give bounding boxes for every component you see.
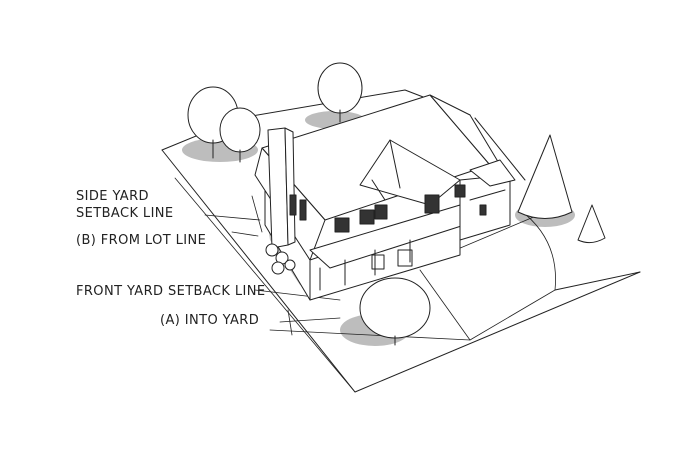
dimension-lines [204, 195, 341, 336]
side-yard-label-line2: SETBACK LINE [76, 206, 174, 221]
conical-trees [517, 134, 606, 244]
front-yard-setback-label: FRONT YARD SETBACK LINE [76, 284, 266, 299]
windows [289, 184, 487, 233]
into-yard-label: (A) INTO YARD [160, 313, 260, 328]
from-lot-line-label: (B) FROM LOT LINE [76, 233, 207, 248]
front-tree [359, 277, 431, 346]
side-yard-label-line1: SIDE YARD [76, 189, 149, 204]
back-trees [187, 62, 363, 163]
porch-posts [319, 239, 411, 291]
shrubs [265, 243, 296, 275]
